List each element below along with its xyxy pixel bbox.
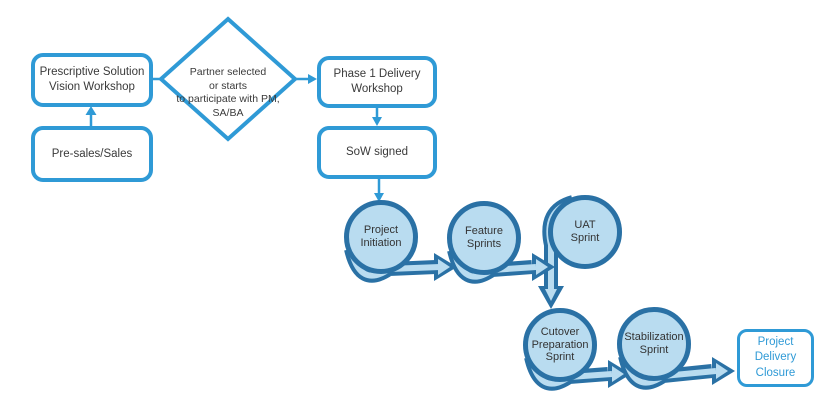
node-uat-sprint-label: UAT Sprint <box>570 219 600 244</box>
node-stabilization-sprint: Stabilization Sprint <box>617 307 691 381</box>
arrow-phase1-to-sow <box>372 108 382 126</box>
node-presales: Pre-sales/Sales <box>31 126 153 182</box>
node-phase1-workshop-label: Phase 1 Delivery Workshop <box>333 68 421 95</box>
node-project-initiation-label: Project Initiation <box>360 224 402 249</box>
node-vision-workshop-label: Prescriptive Solution Vision Workshop <box>39 66 145 93</box>
node-cutover-sprint-label: Cutover Preparation Sprint <box>531 325 589 364</box>
node-vision-workshop: Prescriptive Solution Vision Workshop <box>31 53 153 107</box>
arrow-sow-to-initiation <box>374 179 384 202</box>
node-phase1-workshop: Phase 1 Delivery Workshop <box>317 56 437 108</box>
node-project-delivery-closure-label: Project Delivery Closure <box>754 336 797 379</box>
node-uat-sprint: UAT Sprint <box>548 195 622 269</box>
node-partner-decision-label: Partner selected or starts to participat… <box>176 66 280 119</box>
node-presales-label: Pre-sales/Sales <box>51 147 133 160</box>
node-stabilization-sprint-label: Stabilization Sprint <box>624 331 684 356</box>
arrow-diamond-to-phase1 <box>296 74 317 84</box>
node-feature-sprints-label: Feature Sprints <box>465 225 503 250</box>
node-feature-sprints: Feature Sprints <box>447 201 521 275</box>
arrow-presales-to-vision <box>85 106 97 126</box>
node-sow-signed-label: SoW signed <box>345 146 408 159</box>
node-partner-decision: Partner selected or starts to participat… <box>159 53 297 120</box>
node-cutover-sprint: Cutover Preparation Sprint <box>523 308 597 382</box>
node-sow-signed: SoW signed <box>317 126 437 179</box>
decision-diamond-shape <box>158 16 298 142</box>
node-project-delivery-closure: Project Delivery Closure <box>737 329 814 387</box>
node-project-initiation: Project Initiation <box>344 200 418 274</box>
